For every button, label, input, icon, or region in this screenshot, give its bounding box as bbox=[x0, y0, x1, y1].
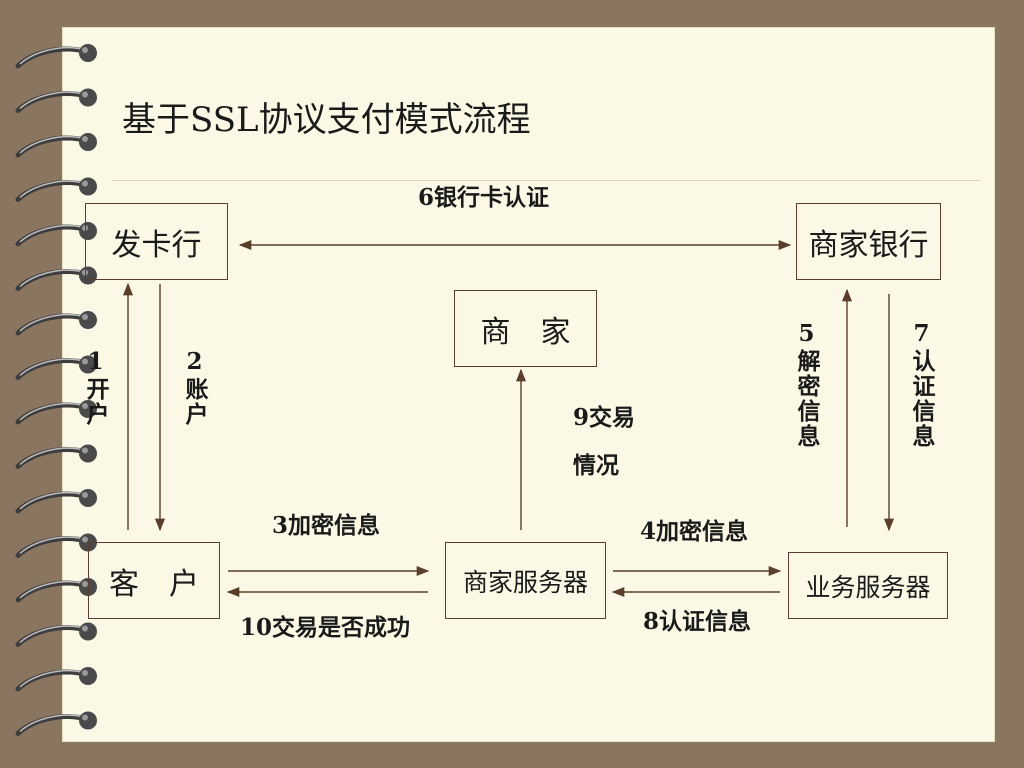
spiral-ring bbox=[15, 489, 97, 514]
spiral-ring bbox=[15, 622, 97, 647]
label-encrypted-info-4: 4加密信息 bbox=[640, 518, 749, 545]
label-transaction-line1: 9交易 bbox=[573, 404, 636, 431]
node-merchant: 商 家 bbox=[454, 290, 597, 367]
spiral-ring bbox=[15, 133, 97, 158]
node-issuer-bank: 发卡行 bbox=[85, 203, 228, 280]
node-customer: 客 户 bbox=[88, 542, 220, 619]
label-open-account: 1开户 bbox=[82, 348, 109, 427]
spiral-ring bbox=[15, 711, 97, 736]
spiral-ring bbox=[15, 444, 97, 469]
node-merchant-bank: 商家银行 bbox=[796, 203, 941, 280]
label-auth-info-8: 8认证信息 bbox=[643, 608, 752, 635]
spiral-binding bbox=[15, 44, 97, 736]
spiral-ring bbox=[15, 667, 97, 692]
spiral-ring bbox=[15, 311, 97, 336]
label-account: 2账户 bbox=[181, 348, 208, 427]
spiral-ring bbox=[15, 266, 97, 291]
label-transaction-result: 10交易是否成功 bbox=[240, 614, 411, 641]
spiral-ring bbox=[15, 222, 97, 247]
title-divider bbox=[112, 180, 980, 181]
label-auth-info: 7认证信息 bbox=[908, 320, 935, 449]
spiral-ring bbox=[15, 44, 97, 69]
spiral-ring bbox=[15, 88, 97, 113]
label-decrypt-info: 5解密信息 bbox=[793, 320, 820, 449]
spiral-ring bbox=[15, 400, 97, 425]
node-business-server: 业务服务器 bbox=[788, 552, 948, 619]
label-encrypted-info-3: 3加密信息 bbox=[272, 512, 381, 539]
label-transaction-line2: 情况 bbox=[573, 452, 619, 479]
notebook-paper bbox=[62, 27, 995, 742]
label-bank-card-auth: 6银行卡认证 bbox=[418, 184, 550, 211]
page-title: 基于SSL协议支付模式流程 bbox=[122, 100, 531, 140]
spiral-ring bbox=[15, 355, 97, 380]
spiral-ring bbox=[15, 177, 97, 202]
node-merchant-server: 商家服务器 bbox=[445, 542, 606, 619]
